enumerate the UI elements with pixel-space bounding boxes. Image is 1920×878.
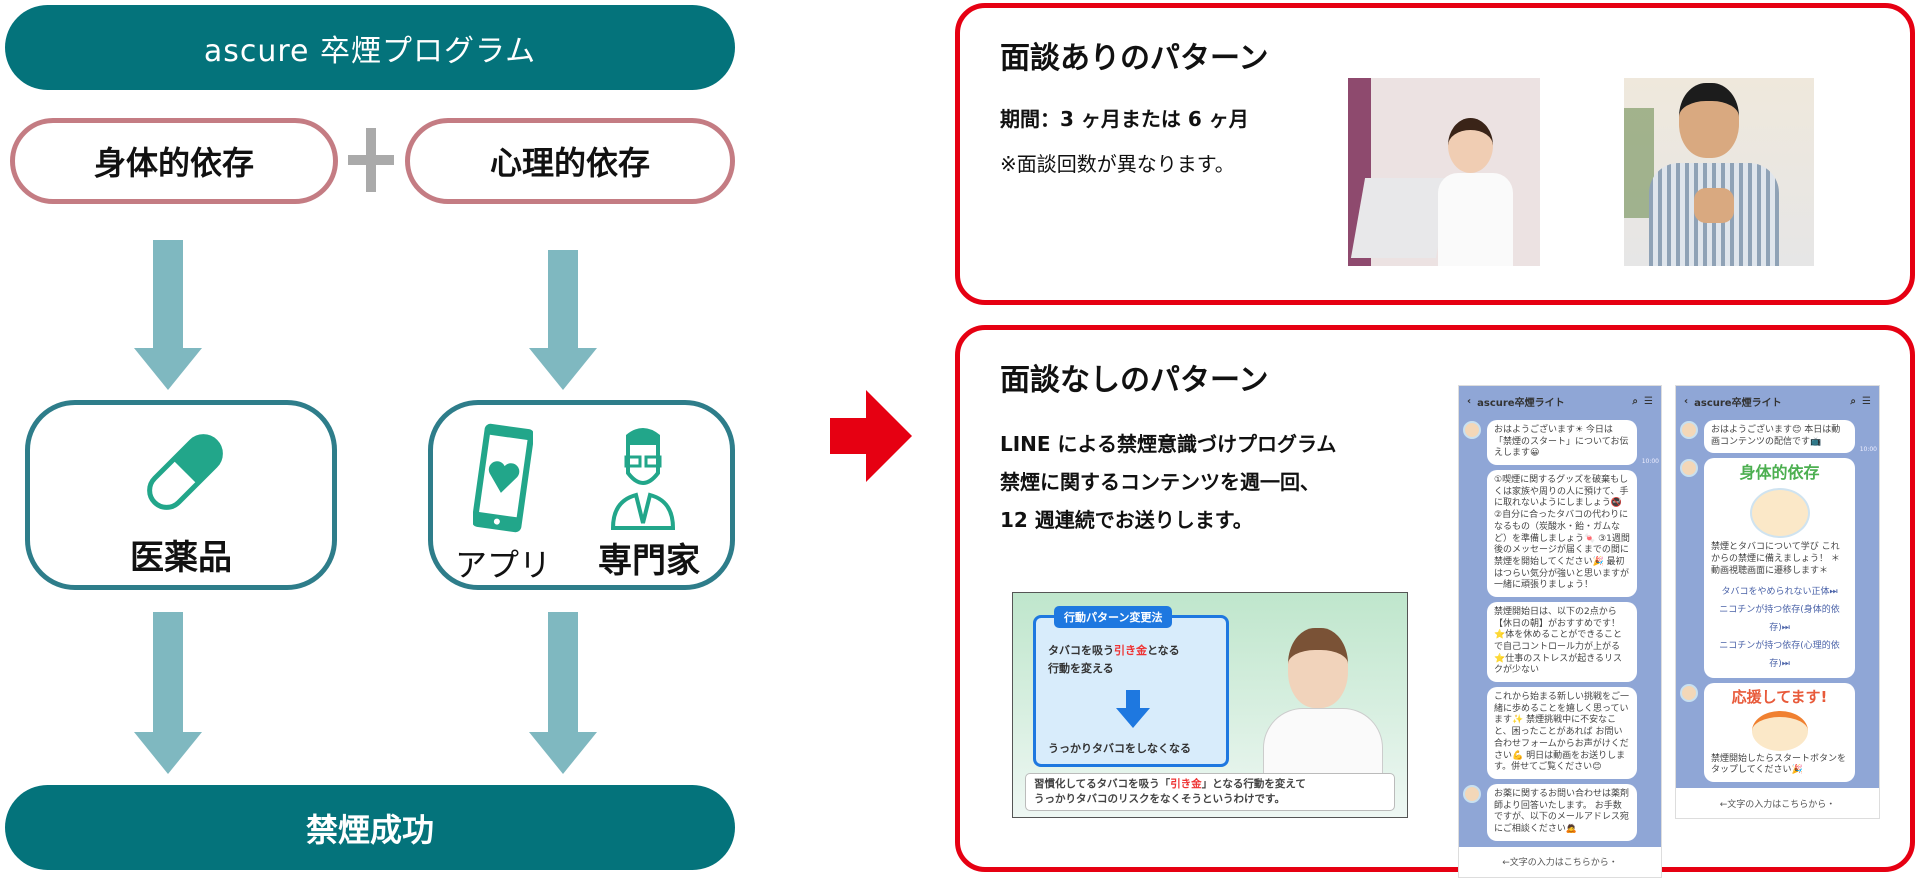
- chat-body: おはようございます☀ 今日は「禁煙のスタート」についてお伝えします😀10:00 …: [1459, 416, 1661, 847]
- video-link[interactable]: タバコをやめられない正体⏭: [1721, 587, 1838, 598]
- chat-header: ‹ ascure卒煙ライト ⌕ ☰: [1676, 386, 1879, 416]
- chat-title: ascure卒煙ライト: [1477, 397, 1565, 409]
- search-icon[interactable]: ⌕: [1850, 395, 1857, 407]
- arrow-down-icon: [134, 612, 202, 774]
- doctor-illustration: [1288, 628, 1348, 708]
- chat-message: 禁煙開始日は、以下の2点から【休日の朝】がおすすめです！ ⭐体を休めることができ…: [1487, 601, 1637, 683]
- avatar: [1680, 421, 1698, 439]
- note-text: ※面談回数が異なります。: [1000, 152, 1235, 176]
- card-body: 禁煙開始したらスタートボタンをタップしてください🎉: [1711, 753, 1847, 776]
- timestamp: 10:00: [1859, 446, 1877, 454]
- caption-part: うっかりタバコのリスクをなくそうというわけです。: [1034, 793, 1285, 806]
- capsule-icon: [147, 434, 223, 510]
- avatar: [1463, 784, 1481, 803]
- back-icon[interactable]: ‹: [1467, 395, 1472, 407]
- video-text-part: うっかりタバコをしなくなる: [1048, 742, 1191, 755]
- video-link[interactable]: ニコチンが持つ依存(心理的依存)⏭: [1719, 641, 1840, 670]
- app-expert-box: アプリ 専門家: [428, 400, 735, 590]
- with-interview-title: 面談ありのパターン: [1000, 41, 1269, 76]
- video-text-part: となる: [1147, 644, 1180, 657]
- search-icon[interactable]: ⌕: [1632, 395, 1639, 407]
- description-line: 12 週連続でお送りします。: [1000, 508, 1253, 532]
- medicine-box: 医薬品: [25, 400, 337, 590]
- smartphone-heart-icon: [473, 423, 533, 533]
- without-interview-panel: 面談なしのパターン LINE による禁煙意識づけプログラム 禁煙に関するコンテン…: [955, 325, 1915, 878]
- video-thumbnail[interactable]: 行動パターン変更法 タバコを吸う引き金となる 行動を変える うっかりタバコをしな…: [1012, 592, 1408, 818]
- card-body: 禁煙とタバコについて学び これからの禁煙に備えましょう！ ＊動画視聴画面に遷移し…: [1711, 542, 1840, 576]
- description-line: 禁煙に関するコンテンツを週一回、: [1000, 470, 1320, 494]
- video-links: タバコをやめられない正体⏭ ニコチンが持つ依存(身体的依存)⏭ ニコチンが持つ依…: [1711, 583, 1848, 673]
- avatar: [1463, 421, 1481, 439]
- video-text-part: 行動を変える: [1048, 661, 1114, 675]
- chat-title: ascure卒煙ライト: [1694, 397, 1782, 409]
- chat-header: ‹ ascure卒煙ライト ⌕ ☰: [1459, 386, 1661, 416]
- caption-part: 習慣化してるタバコを吸う「: [1034, 778, 1171, 790]
- result-label: 禁煙成功: [305, 810, 434, 849]
- arrow-down-icon: [529, 612, 597, 774]
- result-banner: 禁煙成功: [5, 785, 735, 870]
- arrow-down-icon: [529, 250, 597, 390]
- arrow-right-icon: [830, 390, 912, 482]
- chat-message: おはようございます😊 本日は動画コンテンツの配信です📺: [1704, 420, 1855, 454]
- chat-message: お薬に関するお問い合わせは薬剤師より回答いたします。 お手数ですが、以下のメール…: [1487, 783, 1637, 841]
- chat-message: これから始まる新しい挑戦をご一緒に歩めることを嬉しく思っています✨ 禁煙挑戦中に…: [1487, 687, 1637, 779]
- sticker-title: 応援してます!: [1731, 688, 1828, 707]
- arrow-down-icon: [1116, 690, 1150, 728]
- box-title: 行動パターン変更法: [1054, 606, 1173, 628]
- line-chat-screenshot-2: ‹ ascure卒煙ライト ⌕ ☰ おはようございます😊 本日は動画コンテンツの配信で…: [1675, 385, 1880, 820]
- chat-input-bar[interactable]: ←文字の入力はこちらから・: [1676, 788, 1879, 819]
- video-text-part: タバコを吸う: [1048, 644, 1114, 657]
- counselor-photo: [1348, 78, 1540, 266]
- program-title: ascure 卒煙プログラム: [203, 33, 537, 69]
- sticker-title: 身体的依存: [1739, 463, 1820, 483]
- avatar: [1680, 459, 1698, 478]
- line-chat-screenshot-1: ‹ ascure卒煙ライト ⌕ ☰ おはようございます☀ 今日は「禁煙のスタート」につ…: [1458, 385, 1662, 878]
- program-description: LINE による禁煙意識づけプログラム 禁煙に関するコンテンツを週一回、 12 …: [1000, 425, 1336, 539]
- video-caption: 習慣化してるタバコを吸う「引き金」となる行動を変えて うっかりタバコのリスクをな…: [1025, 773, 1395, 811]
- menu-icon[interactable]: ☰: [1644, 395, 1653, 407]
- chat-message: おはようございます☀ 今日は「禁煙のスタート」についてお伝えします😀: [1487, 420, 1637, 466]
- arrow-down-icon: [134, 240, 202, 390]
- input-hint: ←文字の入力はこちらから・: [1719, 799, 1836, 810]
- psychological-dependency-pill: 心理的依存: [405, 118, 735, 204]
- back-icon[interactable]: ‹: [1684, 395, 1689, 407]
- behavior-change-box: 行動パターン変更法 タバコを吸う引き金となる 行動を変える うっかりタバコをしな…: [1033, 606, 1229, 767]
- video-content-card: 身体的依存 禁煙とタバコについて学び これからの禁煙に備えましょう！ ＊動画視聴…: [1704, 458, 1855, 679]
- physical-dependency-pill: 身体的依存: [10, 118, 338, 204]
- hamster-sticker: [1749, 488, 1810, 539]
- app-label: アプリ: [455, 546, 552, 584]
- caption-red: 引き金: [1170, 778, 1202, 790]
- hamster-sticker: [1751, 710, 1808, 751]
- without-interview-title: 面談なしのパターン: [1000, 363, 1269, 398]
- psychological-dependency-label: 心理的依存: [489, 144, 650, 182]
- with-interview-panel: 面談ありのパターン 期間：3 ヶ月または 6 ヶ月 ※面談回数が異なります。: [955, 3, 1915, 305]
- medicine-label: 医薬品: [130, 538, 232, 578]
- video-text-red: 引き金: [1114, 644, 1147, 657]
- chat-message: ①喫煙に関するグッズを破棄もしくは家族や周りの人に預けて、手に取れないようにしま…: [1487, 470, 1637, 597]
- program-title-banner: ascure 卒煙プログラム: [5, 5, 735, 90]
- expert-icon: [610, 428, 676, 530]
- menu-icon[interactable]: ☰: [1862, 395, 1871, 407]
- period-text: 期間：3 ヶ月または 6 ヶ月: [1000, 107, 1249, 131]
- sticker-card: 応援してます! 禁煙開始したらスタートボタンをタップしてください🎉: [1704, 683, 1855, 783]
- chat-input-bar[interactable]: ←文字の入力はこちらから・: [1459, 846, 1661, 877]
- expert-label: 専門家: [598, 541, 700, 581]
- plus-icon: [348, 128, 394, 192]
- video-link[interactable]: ニコチンが持つ依存(身体的依存)⏭: [1719, 605, 1840, 634]
- man-with-phone-photo: [1624, 78, 1814, 266]
- timestamp: 10:00: [1641, 458, 1659, 466]
- video-text: タバコを吸う引き金となる 行動を変える: [1048, 642, 1180, 677]
- chat-body: おはようございます😊 本日は動画コンテンツの配信です📺 10:00 身体的依存 禁…: [1676, 416, 1879, 788]
- physical-dependency-label: 身体的依存: [93, 144, 254, 182]
- description-line: LINE による禁煙意識づけプログラム: [1000, 432, 1337, 456]
- caption-part: 」となる行動を変えて: [1201, 778, 1306, 790]
- input-hint: ←文字の入力はこちらから・: [1502, 858, 1618, 869]
- avatar: [1680, 684, 1698, 703]
